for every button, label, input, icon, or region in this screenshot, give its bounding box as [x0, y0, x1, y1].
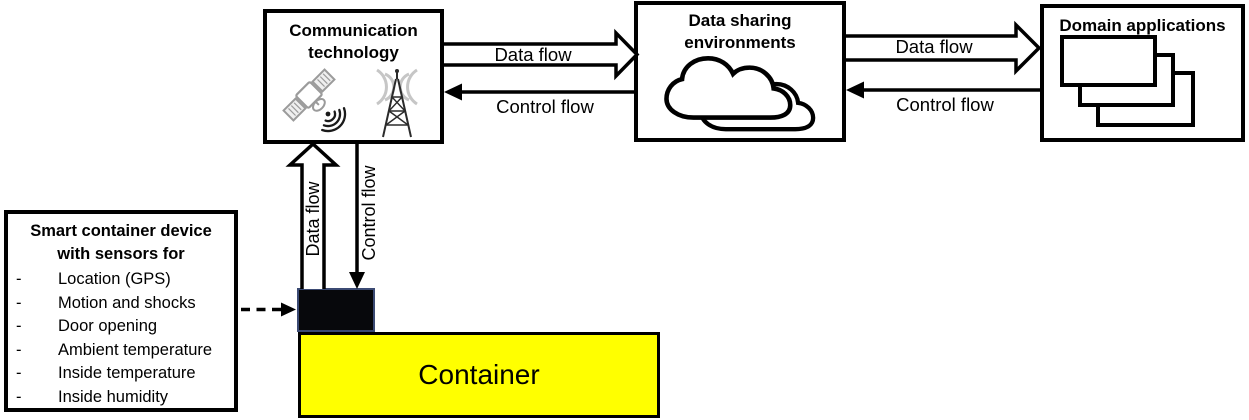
list-item: - Door opening — [8, 315, 234, 339]
data-sharing-environments-title: Data sharing environments — [684, 11, 796, 52]
sensor-label: Inside humidity — [58, 387, 169, 406]
domain-applications-title: Domain applications — [1059, 16, 1226, 35]
dashed-arrow-sensors-to-device — [241, 302, 296, 317]
sensor-list: - Location (GPS) - Motion and shocks - D… — [8, 268, 234, 409]
list-item: - Inside humidity — [8, 386, 234, 410]
list-item: - Inside temperature — [8, 362, 234, 386]
container-box: Container — [298, 332, 660, 418]
list-item: - Motion and shocks — [8, 292, 234, 316]
smart-container-device-block — [297, 288, 375, 332]
list-bullet: - — [16, 270, 22, 289]
list-item: - Location (GPS) — [8, 268, 234, 292]
sensor-label: Motion and shocks — [58, 293, 196, 312]
windows-stack-icon — [1060, 35, 1195, 127]
data-flow-label-comm-to-ds: Data flow — [494, 44, 572, 65]
data-flow-label-device-to-comm: Data flow — [303, 181, 323, 257]
sensor-label: Location (GPS) — [58, 270, 171, 289]
smart-device-sensors-box: Smart container device with sensors for … — [4, 210, 238, 412]
sensor-label: Door opening — [58, 317, 158, 336]
list-item: - Ambient temperature — [8, 339, 234, 363]
control-flow-label-ds-to-comm: Control flow — [496, 96, 594, 117]
cloud-icon — [664, 55, 816, 132]
communication-technology-title: Communication technology — [289, 21, 418, 62]
communication-icons — [282, 68, 418, 138]
list-bullet: - — [16, 387, 22, 406]
sensor-label: Ambient temperature — [58, 340, 213, 359]
container-label: Container — [418, 359, 540, 390]
control-flow-label-domain-to-ds: Control flow — [896, 94, 994, 115]
signal-waves-icon — [321, 107, 347, 133]
sensor-label: Inside temperature — [58, 364, 196, 383]
list-bullet: - — [16, 364, 22, 383]
domain-applications-box: Domain applications — [1040, 4, 1245, 142]
list-bullet: - — [16, 340, 22, 359]
data-sharing-environments-box: Data sharing environments — [634, 1, 846, 142]
communication-technology-box: Communication technology — [263, 9, 444, 144]
list-bullet: - — [16, 293, 22, 312]
smart-device-sensors-title: Smart container device with sensors for — [30, 222, 212, 263]
data-flow-label-ds-to-domain: Data flow — [895, 36, 973, 57]
list-bullet: - — [16, 317, 22, 336]
radio-tower-icon — [376, 68, 418, 138]
control-flow-label-comm-to-device: Control flow — [359, 165, 379, 261]
satellite-icon — [282, 68, 336, 122]
